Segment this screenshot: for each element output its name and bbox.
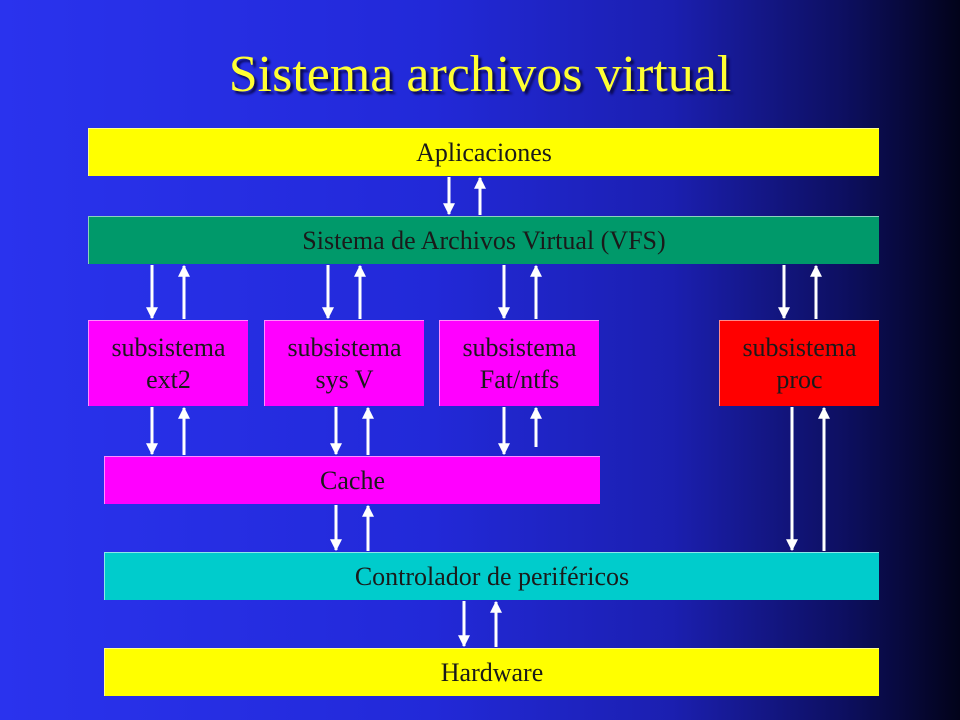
subsystem-sysv-box: subsistema sys V <box>264 320 424 406</box>
subsystem-sysv-line2: sys V <box>315 364 374 394</box>
subsystem-ext2-line1: subsistema <box>111 332 226 362</box>
drivers-box: Controlador de periféricos <box>104 552 879 600</box>
subsystem-proc-line2: proc <box>776 364 823 394</box>
slide-title: Sistema archivos virtual <box>228 46 732 103</box>
cache-box: Cache <box>104 456 600 504</box>
vfs-box: Sistema de Archivos Virtual (VFS) <box>88 216 879 264</box>
applications-label: Aplicaciones <box>416 137 552 167</box>
hardware-label: Hardware <box>440 657 544 687</box>
hardware-box: Hardware <box>104 648 879 696</box>
subsystem-fat-ntfs-line1: subsistema <box>462 332 577 362</box>
subsystem-proc-line1: subsistema <box>742 332 857 362</box>
cache-label: Cache <box>320 465 385 495</box>
vfs-label: Sistema de Archivos Virtual (VFS) <box>302 225 666 255</box>
subsystem-ext2-line2: ext2 <box>146 364 191 394</box>
subsystem-fat-ntfs-box: subsistema Fat/ntfs <box>439 320 599 406</box>
subsystem-ext2-box: subsistema ext2 <box>88 320 248 406</box>
applications-box: Aplicaciones <box>88 128 879 176</box>
subsystem-proc-box: subsistema proc <box>719 320 879 406</box>
drivers-label: Controlador de periféricos <box>354 561 630 591</box>
subsystem-sysv-line1: subsistema <box>287 332 402 362</box>
subsystem-fat-ntfs-line2: Fat/ntfs <box>479 364 560 394</box>
